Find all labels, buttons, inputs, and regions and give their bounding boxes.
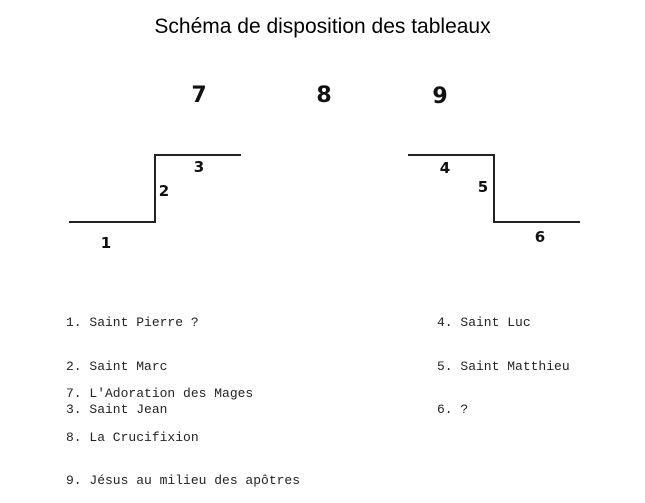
label-8: 8 — [316, 83, 331, 108]
legend-item: 2. Saint Marc — [66, 358, 168, 374]
legend-item: 1. Saint Pierre ? — [66, 315, 199, 330]
label-2: 2 — [159, 182, 169, 200]
label-5: 5 — [478, 178, 488, 196]
right-wall-outline — [408, 154, 580, 223]
label-3: 3 — [194, 158, 204, 176]
label-1: 1 — [101, 234, 111, 252]
label-4: 4 — [440, 159, 450, 177]
legend-item: 3. Saint Jean — [66, 402, 168, 417]
label-6: 6 — [535, 228, 545, 246]
legend-item: 9. Jésus au milieu des apôtres — [66, 473, 301, 488]
legend-item: 8. La Crucifixion — [66, 429, 199, 445]
diagram-title: Schéma de disposition des tableaux — [154, 15, 491, 38]
left-wall-outline — [69, 154, 241, 223]
legend-item: 7. L'Adoration des Mages — [66, 386, 254, 401]
label-7: 7 — [191, 83, 206, 108]
legend-item: 4. Saint Luc — [437, 315, 531, 330]
legend-saints-left: 1. Saint Pierre ? 2. Saint Marc 3. Saint… — [66, 287, 199, 432]
legend-item: 6. ? — [437, 402, 469, 417]
label-9: 9 — [432, 84, 447, 109]
legend-item: 5. Saint Matthieu — [437, 358, 570, 374]
legend-paintings: 7. L'Adoration des Mages 8. La Crucifixi… — [66, 358, 300, 503]
layout-diagram: 7 8 9 1 2 3 4 5 6 — [69, 83, 580, 252]
legend-saints-right: 4. Saint Luc 5. Saint Matthieu 6. ? — [437, 287, 570, 432]
